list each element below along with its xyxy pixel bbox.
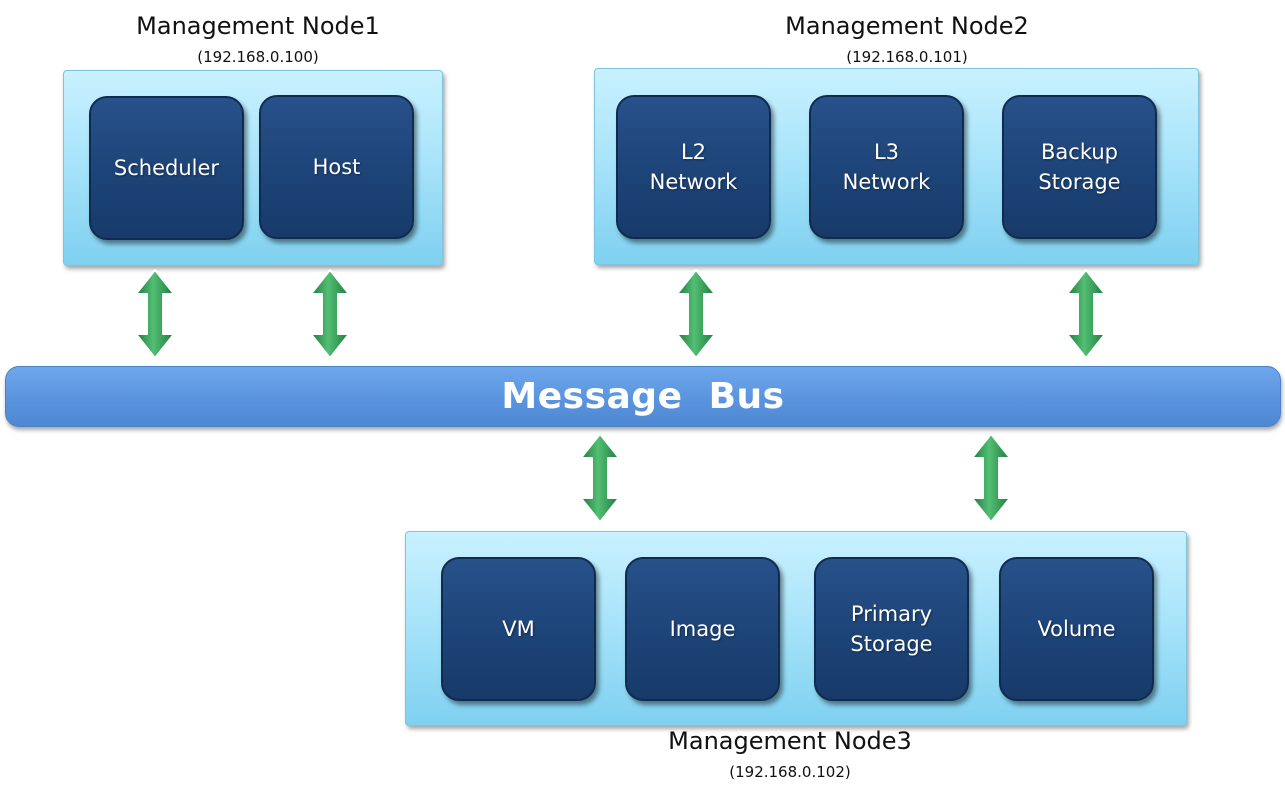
service-label: Scheduler xyxy=(113,156,220,180)
node2-panel: L2 Network L3 Network Backup Storage xyxy=(594,68,1199,265)
service-label: Backup Storage xyxy=(1038,140,1121,194)
node1-panel: Scheduler Host xyxy=(63,70,443,266)
node3-panel: VM Image Primary Storage Volume xyxy=(405,531,1187,726)
node2-ip: (192.168.0.101) xyxy=(846,48,968,66)
message-bus-label: Message Bus xyxy=(501,376,785,417)
service-l3-network: L3 Network xyxy=(809,95,964,239)
service-label: Primary Storage xyxy=(850,602,933,656)
service-l2-network: L2 Network xyxy=(616,95,771,239)
node3-title: Management Node3 xyxy=(668,727,912,755)
node1-ip: (192.168.0.100) xyxy=(197,48,319,66)
service-label: Volume xyxy=(1037,617,1116,641)
node3-ip: (192.168.0.102) xyxy=(729,763,851,781)
message-bus: Message Bus xyxy=(5,366,1281,427)
service-scheduler: Scheduler xyxy=(89,96,244,240)
node1-title: Management Node1 xyxy=(136,12,380,40)
service-image: Image xyxy=(625,557,780,701)
double-headed-arrow-icon xyxy=(971,433,1011,523)
service-primary-storage: Primary Storage xyxy=(814,557,969,701)
double-headed-arrow-icon xyxy=(676,269,716,359)
service-label: L3 Network xyxy=(842,140,931,194)
service-label: VM xyxy=(502,617,535,641)
double-headed-arrow-icon xyxy=(310,269,350,359)
double-headed-arrow-icon xyxy=(1066,269,1106,359)
double-headed-arrow-icon xyxy=(580,433,620,523)
service-label: Image xyxy=(669,617,736,641)
node2-title: Management Node2 xyxy=(785,12,1029,40)
double-headed-arrow-icon xyxy=(135,269,175,359)
service-volume: Volume xyxy=(999,557,1154,701)
service-backup-storage: Backup Storage xyxy=(1002,95,1157,239)
service-label: Host xyxy=(312,155,361,179)
service-host: Host xyxy=(259,95,414,239)
service-label: L2 Network xyxy=(649,140,738,194)
service-vm: VM xyxy=(441,557,596,701)
